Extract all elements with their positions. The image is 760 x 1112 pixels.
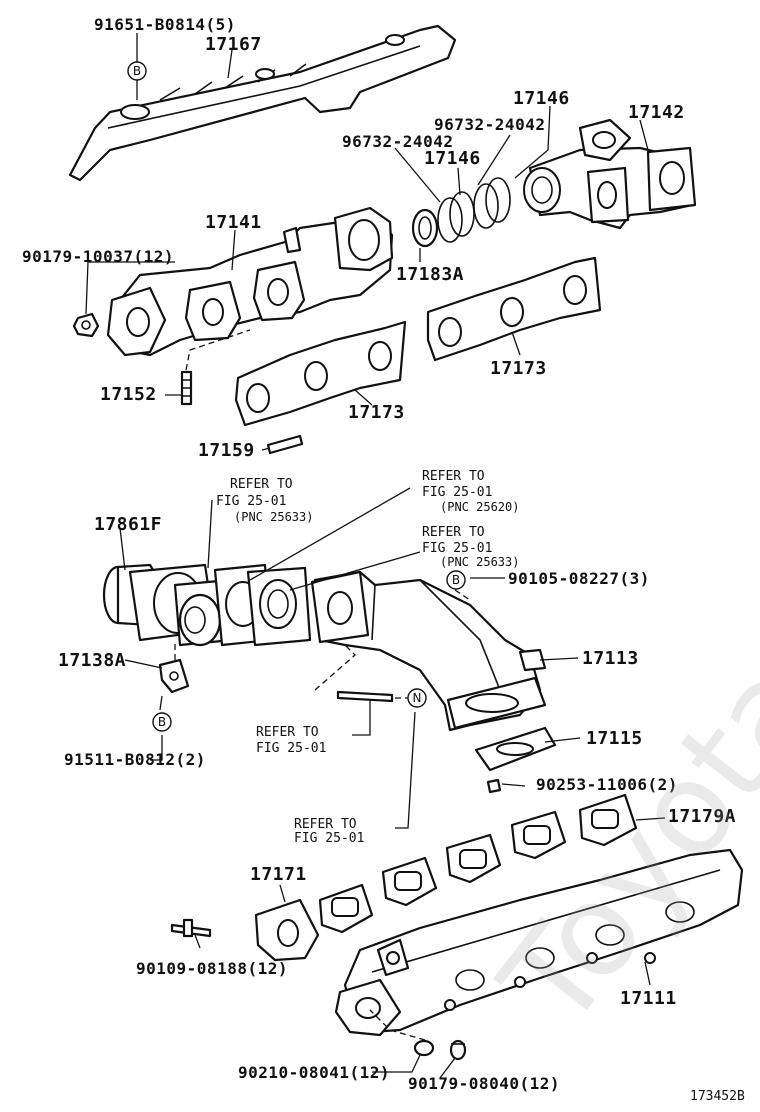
label-17142: 17142	[628, 102, 685, 123]
label-90179-top: 90179-10037(12)	[22, 247, 174, 266]
svg-text:N: N	[413, 691, 422, 705]
svg-text:B: B	[133, 64, 141, 78]
part-90179-nut-lower	[449, 1039, 467, 1061]
part-17146-rings	[437, 177, 511, 243]
ref-note-1: REFER TO FIG 25-01 (PNC 25633)	[216, 477, 313, 524]
part-17142-outlet-elbow	[523, 118, 697, 230]
svg-text:FIG 25-01: FIG 25-01	[216, 494, 286, 509]
part-17115-gasket	[474, 726, 557, 772]
marker-b-2: B	[152, 712, 172, 732]
svg-text:REFER TO: REFER TO	[230, 477, 293, 492]
label-91651: 91651-B0814(5)	[94, 15, 236, 34]
leader-lines	[85, 33, 666, 1079]
label-96732-top: 96732-24042	[434, 115, 545, 134]
part-17179a-gasket	[578, 793, 638, 847]
part-17167-heat-insulator	[68, 24, 457, 182]
label-17159: 17159	[198, 440, 255, 461]
label-17115: 17115	[586, 728, 643, 749]
label-17113: 17113	[582, 648, 639, 669]
marker-b-1: B	[127, 61, 147, 81]
label-90179-bottom: 90179-08040(12)	[408, 1074, 560, 1093]
part-90109-bolt	[170, 918, 212, 938]
label-91511: 91511-B0812(2)	[64, 750, 206, 769]
part-labels: 91651-B0814(5) 17167 17146 17142 96732-2…	[22, 15, 745, 1104]
label-17179a: 17179A	[668, 806, 736, 827]
label-17167: 17167	[205, 34, 262, 55]
label-17861f: 17861F	[94, 514, 162, 535]
marker-b-3: B	[446, 570, 466, 590]
svg-text:(PNC 25620): (PNC 25620)	[440, 500, 519, 514]
label-17146-top: 17146	[513, 88, 570, 109]
label-17173-right: 17173	[490, 358, 547, 379]
label-17173-left: 17173	[348, 402, 405, 423]
part-17152-stud	[180, 370, 193, 406]
ref-note-4: REFER TO FIG 25-01	[256, 725, 326, 756]
label-90210: 90210-08041(12)	[238, 1063, 390, 1082]
label-17146-mid: 17146	[424, 148, 481, 169]
label-90253: 90253-11006(2)	[536, 775, 678, 794]
svg-text:B: B	[452, 573, 460, 587]
part-17173-gasket-left	[234, 320, 407, 427]
svg-text:FIG 25-01: FIG 25-01	[256, 741, 326, 756]
svg-text:REFER TO: REFER TO	[256, 725, 319, 740]
svg-text:REFER TO: REFER TO	[294, 817, 357, 832]
part-17113-intake-pipe	[310, 570, 547, 732]
part-17173-gasket-right	[426, 256, 602, 362]
dashed-lines	[174, 329, 471, 1041]
label-17111: 17111	[620, 988, 677, 1009]
svg-text:(PNC 25633): (PNC 25633)	[440, 555, 519, 569]
part-17171-gasket-set	[254, 810, 567, 962]
label-17152: 17152	[100, 384, 157, 405]
label-17183a: 17183A	[396, 264, 464, 285]
label-90105: 90105-08227(3)	[508, 569, 650, 588]
part-90253-plug	[486, 778, 502, 794]
svg-text:REFER TO: REFER TO	[422, 469, 485, 484]
svg-text:FIG 25-01: FIG 25-01	[294, 831, 364, 846]
ref-note-5: REFER TO FIG 25-01	[294, 817, 364, 846]
part-17861f-turbo	[102, 563, 312, 647]
label-17141: 17141	[205, 212, 262, 233]
figure-code: 173452B	[690, 1089, 745, 1104]
ref-note-2: REFER TO FIG 25-01 (PNC 25620)	[422, 469, 519, 514]
part-17111-intake-manifold	[334, 848, 744, 1037]
part-17183a-ring	[411, 208, 439, 248]
part-90210-washer	[413, 1039, 435, 1057]
ref-note-3: REFER TO FIG 25-01 (PNC 25633)	[422, 525, 519, 569]
svg-text:FIG 25-01: FIG 25-01	[422, 541, 492, 556]
svg-text:B: B	[158, 715, 166, 729]
marker-n-1: N	[407, 688, 427, 708]
label-96732-mid: 96732-24042	[342, 132, 453, 151]
svg-text:(PNC 25633): (PNC 25633)	[234, 510, 313, 524]
svg-text:FIG 25-01: FIG 25-01	[422, 485, 492, 500]
label-17171: 17171	[250, 864, 307, 885]
part-17159-stud	[266, 434, 304, 455]
part-stud-bolt	[336, 690, 394, 703]
part-90179-nut	[72, 312, 100, 338]
part-17141-exhaust-manifold	[106, 206, 394, 357]
part-17138a-bracket	[158, 658, 190, 694]
label-17138a: 17138A	[58, 650, 126, 671]
svg-text:REFER TO: REFER TO	[422, 525, 485, 540]
label-90109: 90109-08188(12)	[136, 959, 288, 978]
